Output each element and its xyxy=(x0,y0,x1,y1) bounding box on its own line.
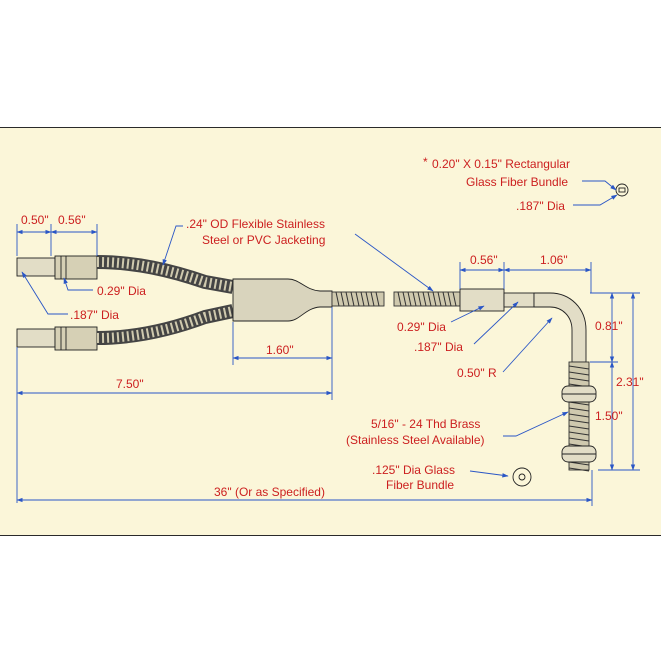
main-flex-jacket-right xyxy=(393,291,461,307)
lower-flex-jacket-inner xyxy=(96,306,235,343)
upper-hex-nut xyxy=(561,385,597,403)
thread-label-line1: 5/16" - 24 Thd Brass xyxy=(371,417,480,431)
rect-bundle-label-line1: 0.20" X 0.15" Rectangular xyxy=(432,157,570,171)
dim-label-150: 1.50" xyxy=(595,409,623,423)
dia-029-left-label: 0.29" Dia xyxy=(97,284,146,298)
jacket-label-line1: .24" OD Flexible Stainless xyxy=(186,217,325,231)
dim-label-056-left: 0.56" xyxy=(58,213,86,227)
upper-flex-jacket-inner xyxy=(96,257,234,292)
thread-label-line2: (Stainless Steel Available) xyxy=(346,433,485,447)
round-bundle-label-line2: Fiber Bundle xyxy=(386,478,454,492)
main-flex-jacket-left xyxy=(331,291,385,307)
lower-hex-nut xyxy=(561,445,597,463)
dia-187-right-label: .187" Dia xyxy=(414,340,463,354)
round-bundle-end-view xyxy=(512,467,532,487)
dim-label-081: 0.81" xyxy=(595,319,623,333)
bent-probe-tube xyxy=(533,292,587,363)
dia-029-right-label: 0.29" Dia xyxy=(397,320,446,334)
dim-label-106: 1.06" xyxy=(540,253,568,267)
dim-label-36: 36" (Or as Specified) xyxy=(214,485,325,499)
upper-leg-ferrule xyxy=(16,255,98,280)
dia-187-left-label: .187" Dia xyxy=(70,308,119,322)
lower-leg-ferrule xyxy=(16,326,98,351)
leader-lines xyxy=(21,180,618,478)
dim-label-160: 1.60" xyxy=(266,343,294,357)
jacket-label-line2: Steel or PVC Jacketing xyxy=(202,233,325,247)
right-ferrule xyxy=(459,288,535,312)
dimension-lines xyxy=(16,224,640,506)
dim-label-750: 7.50" xyxy=(116,377,144,391)
dim-label-056-right: 0.56" xyxy=(470,253,498,267)
rect-bundle-dia-label: .187" Dia xyxy=(516,199,565,213)
dim-label-050: 0.50" xyxy=(21,213,49,227)
rect-bundle-marker: * xyxy=(423,155,428,169)
breakout-boot xyxy=(232,278,333,322)
rect-bundle-label-line2: Glass Fiber Bundle xyxy=(466,175,568,189)
round-bundle-label-line1: .125" Dia Glass xyxy=(372,463,455,477)
rectangular-bundle-end-view xyxy=(615,183,629,197)
dim-label-231: 2.31" xyxy=(616,375,644,389)
radius-label: 0.50" R xyxy=(457,366,497,380)
